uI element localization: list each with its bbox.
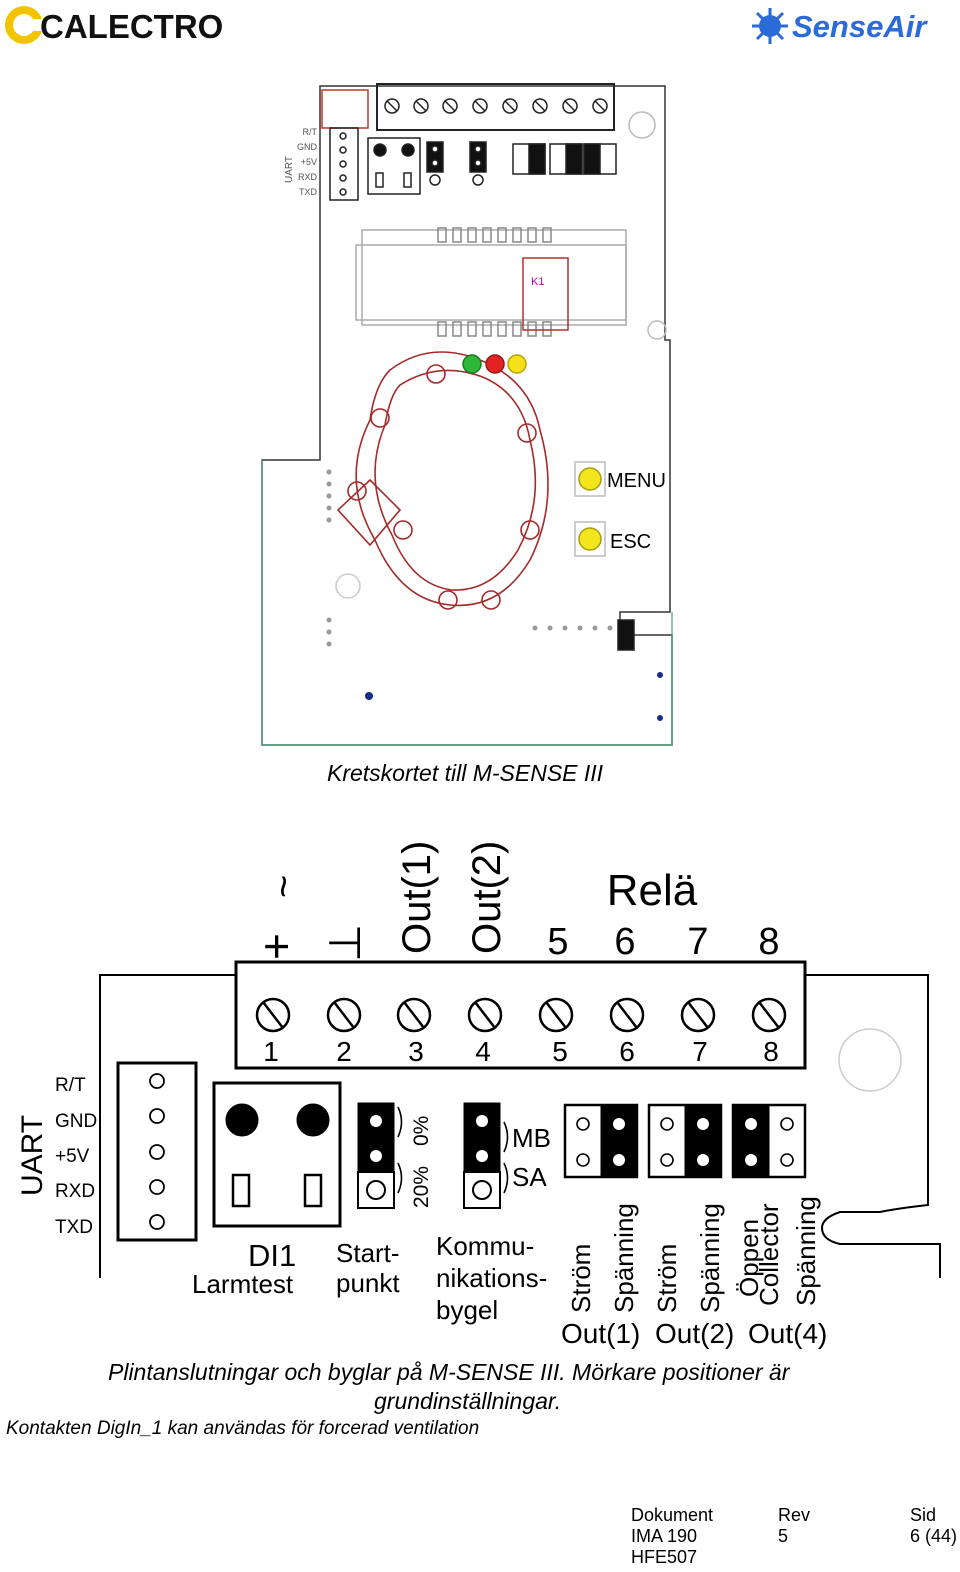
collector-label: Collector: [754, 1203, 784, 1306]
footer-sid-label: Sid: [910, 1505, 937, 1525]
board-uart-pin: GND: [297, 142, 318, 152]
out4-label: Out(4): [748, 1318, 827, 1349]
terminal-number: 7: [692, 1036, 708, 1067]
uart-pin-label: TXD: [55, 1217, 93, 1238]
calectro-logo-text: CALECTRO: [40, 8, 223, 45]
footer-dokument-label: Dokument: [631, 1505, 714, 1525]
label-relay-5: 5: [547, 921, 568, 963]
out4-spanning-label: Spänning: [791, 1196, 821, 1306]
senseair-logo-text: SenseAir: [792, 9, 928, 44]
terminal-caption-line2: grundinställningar.: [374, 1388, 562, 1414]
label-relay-8: 8: [758, 921, 779, 963]
terminal-number: 6: [619, 1036, 635, 1067]
label-plus: +: [250, 933, 302, 960]
larmtest-label: Larmtest: [192, 1269, 294, 1299]
uart-title: UART: [16, 1115, 49, 1196]
uart-pin-label: RXD: [55, 1181, 95, 1202]
terminal-number: 5: [552, 1036, 568, 1067]
out2-spanning-label: Spänning: [695, 1203, 725, 1313]
terminal-number: 3: [408, 1036, 424, 1067]
footer-rev-label: Rev: [778, 1505, 811, 1525]
out2-label: Out(2): [655, 1318, 734, 1349]
footer-sid-value: 6 (44): [910, 1526, 958, 1546]
led-green: [462, 354, 482, 374]
out1-spanning-label: Spänning: [609, 1203, 639, 1313]
uart-pin-label: R/T: [55, 1075, 86, 1096]
terminal-caption-line1: Plintanslutningar och byglar på M-SENSE …: [108, 1359, 790, 1385]
oppen-label: Öppen: [734, 1219, 764, 1297]
start-label: Start-: [336, 1238, 400, 1268]
footer-rev: Rev 5: [778, 1505, 810, 1547]
label-relay-7: 7: [687, 921, 708, 963]
punkt-label: punkt: [336, 1268, 400, 1298]
terminal-number: 8: [763, 1036, 779, 1067]
board-uart-pin: RXD: [298, 172, 318, 182]
esc-button-label: ESC: [610, 531, 651, 553]
out1-label: Out(1): [561, 1318, 640, 1349]
footer-dokument-value2: HFE507: [631, 1547, 698, 1567]
board-uart-pin: TXD: [299, 187, 318, 197]
pct-20-label: 20%: [410, 1166, 433, 1208]
out1-strom-label: Ström: [566, 1244, 596, 1313]
footer-sid: Sid 6 (44): [910, 1505, 957, 1547]
mb-label: MB: [512, 1123, 551, 1153]
digin-note: Kontakten DigIn_1 kan användas för force…: [6, 1418, 480, 1439]
label-ground: ⊥: [321, 924, 370, 962]
rela-label: Relä: [607, 866, 698, 915]
senseair-logo: SenseAir: [752, 8, 928, 44]
terminal-number: 1: [263, 1036, 279, 1067]
footer-dokument: Dokument IMA 190 HFE507: [631, 1505, 713, 1568]
relay-k1-label: K1: [531, 276, 544, 288]
footer-dokument-value1: IMA 190: [631, 1526, 698, 1546]
board-caption: Kretskortet till M-SENSE III: [327, 760, 604, 786]
sensor-outline: [336, 351, 549, 610]
uart-pin-label: +5V: [55, 1146, 90, 1167]
circuit-board: [261, 83, 673, 746]
footer-rev-value: 5: [778, 1526, 789, 1546]
sa-label: SA: [512, 1162, 547, 1192]
label-tilde: ~: [262, 875, 306, 898]
terminal-diagram: [99, 960, 941, 1278]
out2-strom-label: Ström: [652, 1244, 682, 1313]
terminal-number: 2: [336, 1036, 352, 1067]
kommu-label: Kommu-: [436, 1231, 534, 1261]
nikations-label: nikations-: [436, 1263, 547, 1293]
led-red: [485, 354, 505, 374]
pct-0-label: 0%: [410, 1116, 433, 1146]
label-out1-top: Out(1): [395, 841, 439, 954]
terminal-screws: [255, 997, 787, 1033]
led-yellow: [507, 354, 527, 374]
board-uart-pin: +5V: [301, 157, 317, 167]
board-uart-pin: R/T: [303, 127, 318, 137]
menu-button-label: MENU: [607, 470, 666, 492]
label-out2-top: Out(2): [465, 841, 509, 954]
calectro-logo: CALECTRO: [5, 6, 223, 45]
bygel-label: bygel: [436, 1295, 498, 1325]
board-uart-title: UART: [284, 156, 295, 183]
label-relay-6: 6: [614, 921, 635, 963]
uart-pin-label: GND: [55, 1111, 97, 1132]
board-screws: [384, 98, 608, 114]
di1-label: DI1: [248, 1238, 296, 1273]
terminal-number: 4: [475, 1036, 491, 1067]
